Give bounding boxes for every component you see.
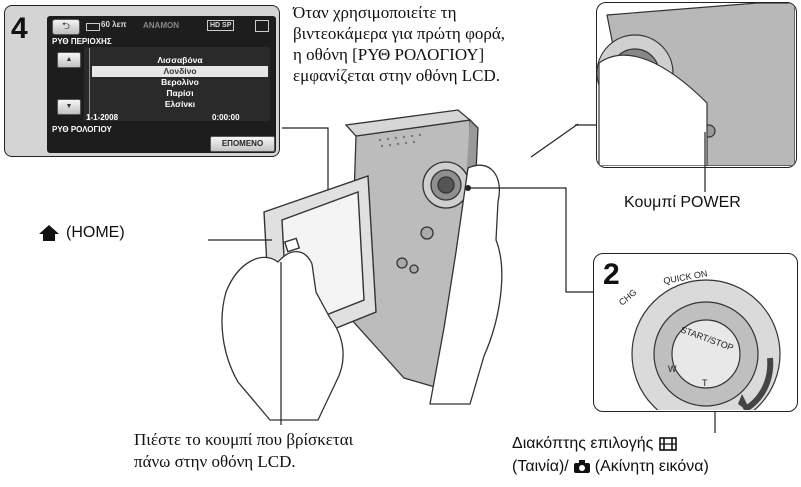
mode-switch-caption-movie: (Ταινία)/ [512,458,569,475]
mode-switch-caption: Διακόπτης επιλογής (Ταινία)/ (Ακίνητη ει… [512,432,709,478]
city-item[interactable]: Βερολίνο [161,77,199,87]
callout-power-caption-line [704,132,706,192]
battery-icon [86,23,100,31]
media-icon [255,20,269,32]
date-value: 1-1-2008 [86,113,119,122]
mode-switch-caption-still: (Ακίνητη εικόνα) [594,458,709,475]
menu-title: ΡΥΘ ΠΕΡΙΟΧΗΣ [52,37,112,46]
home-icon [39,225,59,241]
city-list [84,47,270,121]
scroll-down-button[interactable]: ▼ [57,99,81,115]
lcd-button-caption: Πιέστε το κουμπί που βρίσκεται πάνω στην… [134,430,354,471]
step-number-4: 4 [11,12,28,45]
home-label: (HOME) [38,224,125,242]
callout-dial-line [468,187,593,293]
left-hand [221,251,344,421]
mode-switch-caption-line1: Διακόπτης επιλογής [512,435,654,452]
step-number-2: 2 [603,258,620,291]
zoom-t-label: T [702,378,708,388]
instruction-text: Όταν χρησιμοποιείτε τη βιντεοκάμερα για … [293,3,506,85]
clock-setting-label: ΡΥΘ ΡΟΛΟΓΙΟΥ [52,125,112,134]
callout-lcd-line [282,127,329,210]
chg-label: CHG [617,287,639,308]
power-inset-illustration [597,3,796,167]
rotate-arrow-icon [742,357,774,411]
time-value: 0:00:00 [212,113,240,122]
city-item[interactable]: Λισσαβόνα [157,55,203,65]
mode-dial-inset: CHG QUICK ON START/STOP W T [593,253,798,412]
city-item[interactable]: Ελσίνκι [164,99,196,109]
scroll-track [89,48,90,120]
zoom-w-label: W [668,364,677,374]
power-button-inset [596,2,797,168]
movie-icon [659,436,678,451]
quality-badge: HD SP [207,20,235,31]
scroll-up-button[interactable]: ▲ [57,52,81,68]
camera-icon [573,460,590,473]
back-button[interactable]: ⮌ [52,19,80,35]
next-button[interactable]: ΕΠΟΜΕΝΟ [210,136,275,152]
city-item-selected[interactable]: Λονδίνο [92,66,268,77]
callout-power-line [530,123,579,158]
right-hand [429,164,503,405]
mode-dial-illustration: CHG QUICK ON START/STOP W T [617,268,781,411]
recording-status: ΑΝΑΜΟΝ [143,21,179,30]
battery-remaining: 60 λεπ [101,20,127,29]
power-caption: Κουμπί POWER [624,194,741,211]
city-item[interactable]: Παρίσι [166,88,194,98]
home-label-text: (HOME) [66,224,125,241]
